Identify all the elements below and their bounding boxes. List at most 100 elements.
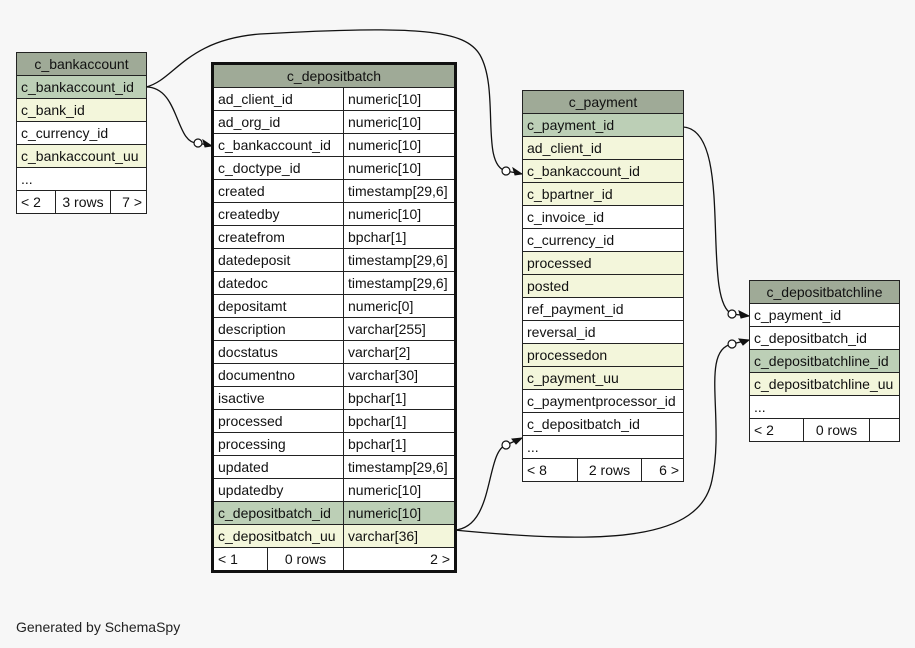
column-c-bankaccount-id: c_bankaccount_id [15, 75, 148, 99]
link-payment-depositbatch [453, 437, 523, 531]
column-c-currency-id: c_currency_id [15, 121, 148, 145]
column-c-payment-uu: c_payment_uu [522, 366, 684, 390]
column-c-invoice-id: c_invoice_id [522, 205, 684, 229]
column-c-depositbatch-id: c_depositbatch_id [522, 412, 684, 436]
column-processed-type: bpchar[1] [343, 409, 456, 433]
more-columns: ... [522, 435, 684, 459]
column-reversal-id: reversal_id [522, 320, 684, 344]
more-columns: ... [748, 395, 901, 419]
column-c-depositbatch-id: c_depositbatch_id [748, 326, 901, 350]
column-created: created [212, 179, 344, 203]
column-processed: processed [212, 409, 344, 433]
column-updated-type: timestamp[29,6] [343, 455, 456, 479]
column-c-payment-id: c_payment_id [522, 113, 684, 137]
parents-link[interactable]: < 1 [212, 547, 268, 572]
column-processed: processed [522, 251, 684, 275]
column-ad-client-id: ad_client_id [522, 136, 684, 160]
column-c-depositbatch-uu: c_depositbatch_uu [212, 524, 344, 548]
column-depositamt: depositamt [212, 294, 344, 318]
column-documentno: documentno [212, 363, 344, 387]
column-createdby: createdby [212, 202, 344, 226]
column-c-payment-id: c_payment_id [748, 303, 901, 327]
many-arrow-marker [202, 138, 214, 148]
optional-marker [727, 339, 737, 349]
column-c-doctype-id-type: numeric[10] [343, 156, 456, 180]
children-link[interactable]: 7 > [109, 190, 148, 214]
column-c-depositbatch-id-type: numeric[10] [343, 501, 456, 525]
children-link[interactable]: 2 > [343, 547, 456, 572]
column-docstatus: docstatus [212, 340, 344, 364]
row-count: 3 rows [55, 190, 111, 214]
column-processing: processing [212, 432, 344, 456]
column-c-paymentprocessor-id: c_paymentprocessor_id [522, 389, 684, 413]
column-datedoc: datedoc [212, 271, 344, 295]
row-count: 2 rows [577, 458, 642, 482]
link-depositbatchline-depositbatch [453, 339, 750, 538]
column-datedoc-type: timestamp[29,6] [343, 271, 456, 295]
column-c-bank-id: c_bank_id [15, 98, 148, 122]
column-datedeposit: datedeposit [212, 248, 344, 272]
column-createfrom: createfrom [212, 225, 344, 249]
column-c-currency-id: c_currency_id [522, 228, 684, 252]
column-c-depositbatch-id: c_depositbatch_id [212, 501, 344, 525]
many-arrow-marker [512, 166, 524, 176]
many-arrow-marker [737, 338, 751, 346]
row-count: 0 rows [803, 418, 870, 442]
column-description: description [212, 317, 344, 341]
row-count: 0 rows [267, 547, 344, 572]
column-c-bankaccount-id: c_bankaccount_id [212, 133, 344, 157]
column-c-doctype-id: c_doctype_id [212, 156, 344, 180]
table-header[interactable]: c_depositbatchline [748, 280, 901, 304]
column-ad-org-id: ad_org_id [212, 110, 344, 134]
parents-link[interactable]: < 2 [749, 418, 804, 442]
column-c-bankaccount-uu: c_bankaccount_uu [15, 144, 148, 168]
link-depositbatch-bankaccount [145, 86, 213, 147]
table-c-bankaccount[interactable]: c_bankaccount c_bankaccount_id c_bank_id… [15, 52, 148, 214]
link-depositbatchline-payment [682, 126, 750, 317]
column-processedon: processedon [522, 343, 684, 367]
parents-link[interactable]: < 8 [522, 458, 578, 482]
column-c-depositbatchline-uu: c_depositbatchline_uu [748, 372, 901, 396]
many-arrow-marker [738, 310, 751, 319]
more-columns: ... [15, 167, 148, 191]
table-header[interactable]: c_bankaccount [15, 52, 148, 76]
column-updatedby: updatedby [212, 478, 344, 502]
column-updated: updated [212, 455, 344, 479]
parents-link[interactable]: < 2 [16, 190, 56, 214]
optional-marker [727, 309, 737, 319]
link-payment-bankaccount [145, 29, 523, 175]
optional-marker [501, 166, 511, 176]
column-c-bankaccount-id-type: numeric[10] [343, 133, 456, 157]
column-c-bankaccount-id: c_bankaccount_id [522, 159, 684, 183]
column-isactive-type: bpchar[1] [343, 386, 456, 410]
children-link[interactable]: 6 > [641, 458, 684, 482]
table-header[interactable]: c_depositbatch [212, 63, 456, 88]
column-isactive: isactive [212, 386, 344, 410]
column-updatedby-type: numeric[10] [343, 478, 456, 502]
column-processing-type: bpchar[1] [343, 432, 456, 456]
column-docstatus-type: varchar[2] [343, 340, 456, 364]
column-createdby-type: numeric[10] [343, 202, 456, 226]
children-link[interactable] [868, 418, 901, 442]
optional-marker [193, 138, 203, 148]
column-description-type: varchar[255] [343, 317, 456, 341]
column-depositamt-type: numeric[0] [343, 294, 456, 318]
table-header[interactable]: c_payment [522, 90, 684, 114]
column-c-depositbatchline-id: c_depositbatchline_id [748, 349, 901, 373]
column-ad-client-id-type: numeric[10] [343, 87, 456, 111]
optional-marker [501, 440, 511, 450]
column-c-depositbatch-uu-type: varchar[36] [343, 524, 456, 548]
column-datedeposit-type: timestamp[29,6] [343, 248, 456, 272]
many-arrow-marker [511, 437, 524, 445]
column-c-bpartner-id: c_bpartner_id [522, 182, 684, 206]
column-createfrom-type: bpchar[1] [343, 225, 456, 249]
column-created-type: timestamp[29,6] [343, 179, 456, 203]
column-posted: posted [522, 274, 684, 298]
column-ad-client-id: ad_client_id [212, 87, 344, 111]
column-ref-payment-id: ref_payment_id [522, 297, 684, 321]
generated-by-caption: Generated by SchemaSpy [16, 619, 181, 635]
